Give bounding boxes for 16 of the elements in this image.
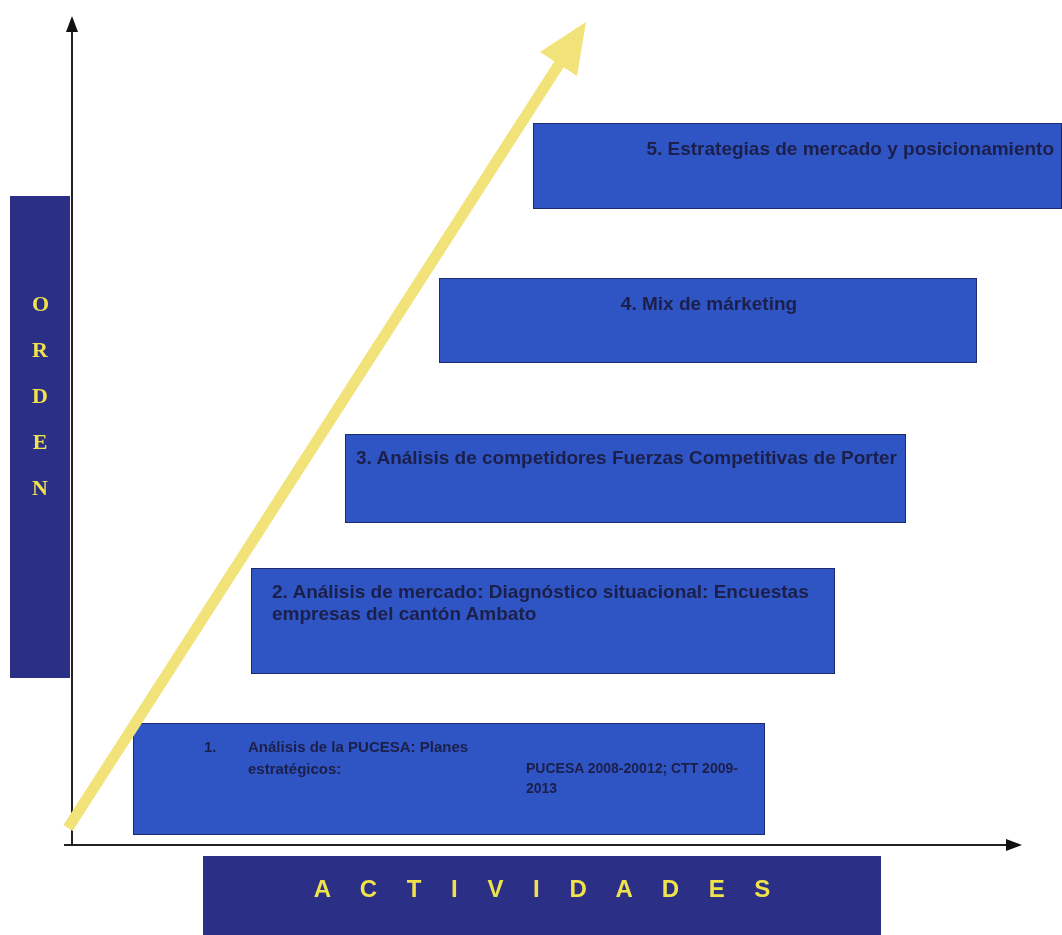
step-box [345,434,906,523]
step-text: 4. Mix de márketing [619,293,799,315]
step-text: 3. Análisis de competidores Fuerzas Competitivas de Porter [355,447,898,469]
axis-label-band [10,196,70,678]
step-text: 1. [204,737,218,757]
step-text: 5. Estrategias de mercado y posicionamiento [645,138,1054,160]
step-box [439,278,977,363]
axis-label: O R D E N [32,290,48,502]
step-box [251,568,835,674]
step-box [533,123,1062,209]
axis-label: A C T I V I D A D E S [312,874,772,904]
step-box [133,723,765,835]
step-text: PUCESA 2008-20012; CTT 2009-2013 [526,759,739,798]
step-text: 2. Análisis de mercado: Diagnóstico situacional: Encuestas empresas del cantón Ambato [272,581,810,625]
step-text: Análisis de la PUCESA: Planes estratégicos: [248,737,470,779]
axis-label-band [203,856,881,935]
